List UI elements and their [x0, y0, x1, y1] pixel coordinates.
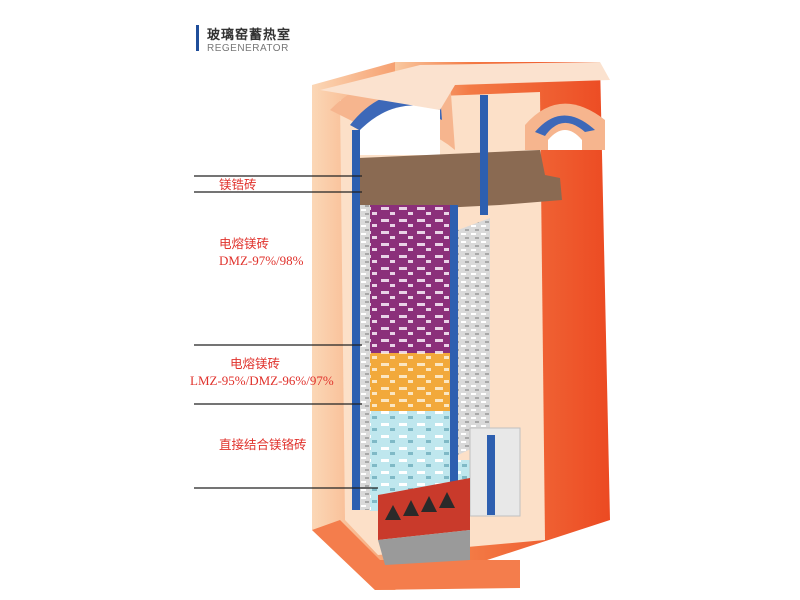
page-title: 玻璃窑蓄热室 [207, 28, 292, 43]
bottom-plenum [378, 530, 470, 565]
label-mag-zirconia-brick: 镁锆砖 [219, 177, 257, 192]
page-subtitle: REGENERATOR [207, 43, 289, 54]
leader-lines [194, 175, 378, 489]
upper-flue-wall [480, 95, 488, 215]
side-wall-section [458, 218, 490, 455]
label-fused-magnesia-grade-2: LMZ-95%/DMZ-96%/97% [190, 373, 334, 388]
label-fused-magnesia-brick-2: 电熔镁砖 [230, 356, 281, 371]
label-fused-magnesia-brick: 电熔镁砖 [219, 236, 270, 251]
base-ledge [312, 520, 520, 590]
port-arch-blue [535, 115, 595, 136]
label-fused-magnesia-grade: DMZ-97%/98% [219, 253, 304, 268]
port-opening [548, 130, 582, 150]
left-lining [352, 130, 360, 510]
checker-teeth [385, 492, 455, 520]
port-outer [525, 103, 605, 150]
fused-magnesia-zone-2 [370, 353, 450, 411]
crown-chamber [360, 105, 440, 155]
left-insulation [360, 205, 370, 510]
zirconia-layer [358, 150, 562, 210]
lower-flue-wall [487, 435, 495, 515]
label-direct-bonded-brick: 直接结合镁铬砖 [219, 437, 307, 452]
roof-top [320, 62, 610, 110]
header-accent-bar [196, 25, 199, 51]
center-flue-wall [450, 205, 458, 505]
fused-magnesia-zone [370, 205, 450, 353]
